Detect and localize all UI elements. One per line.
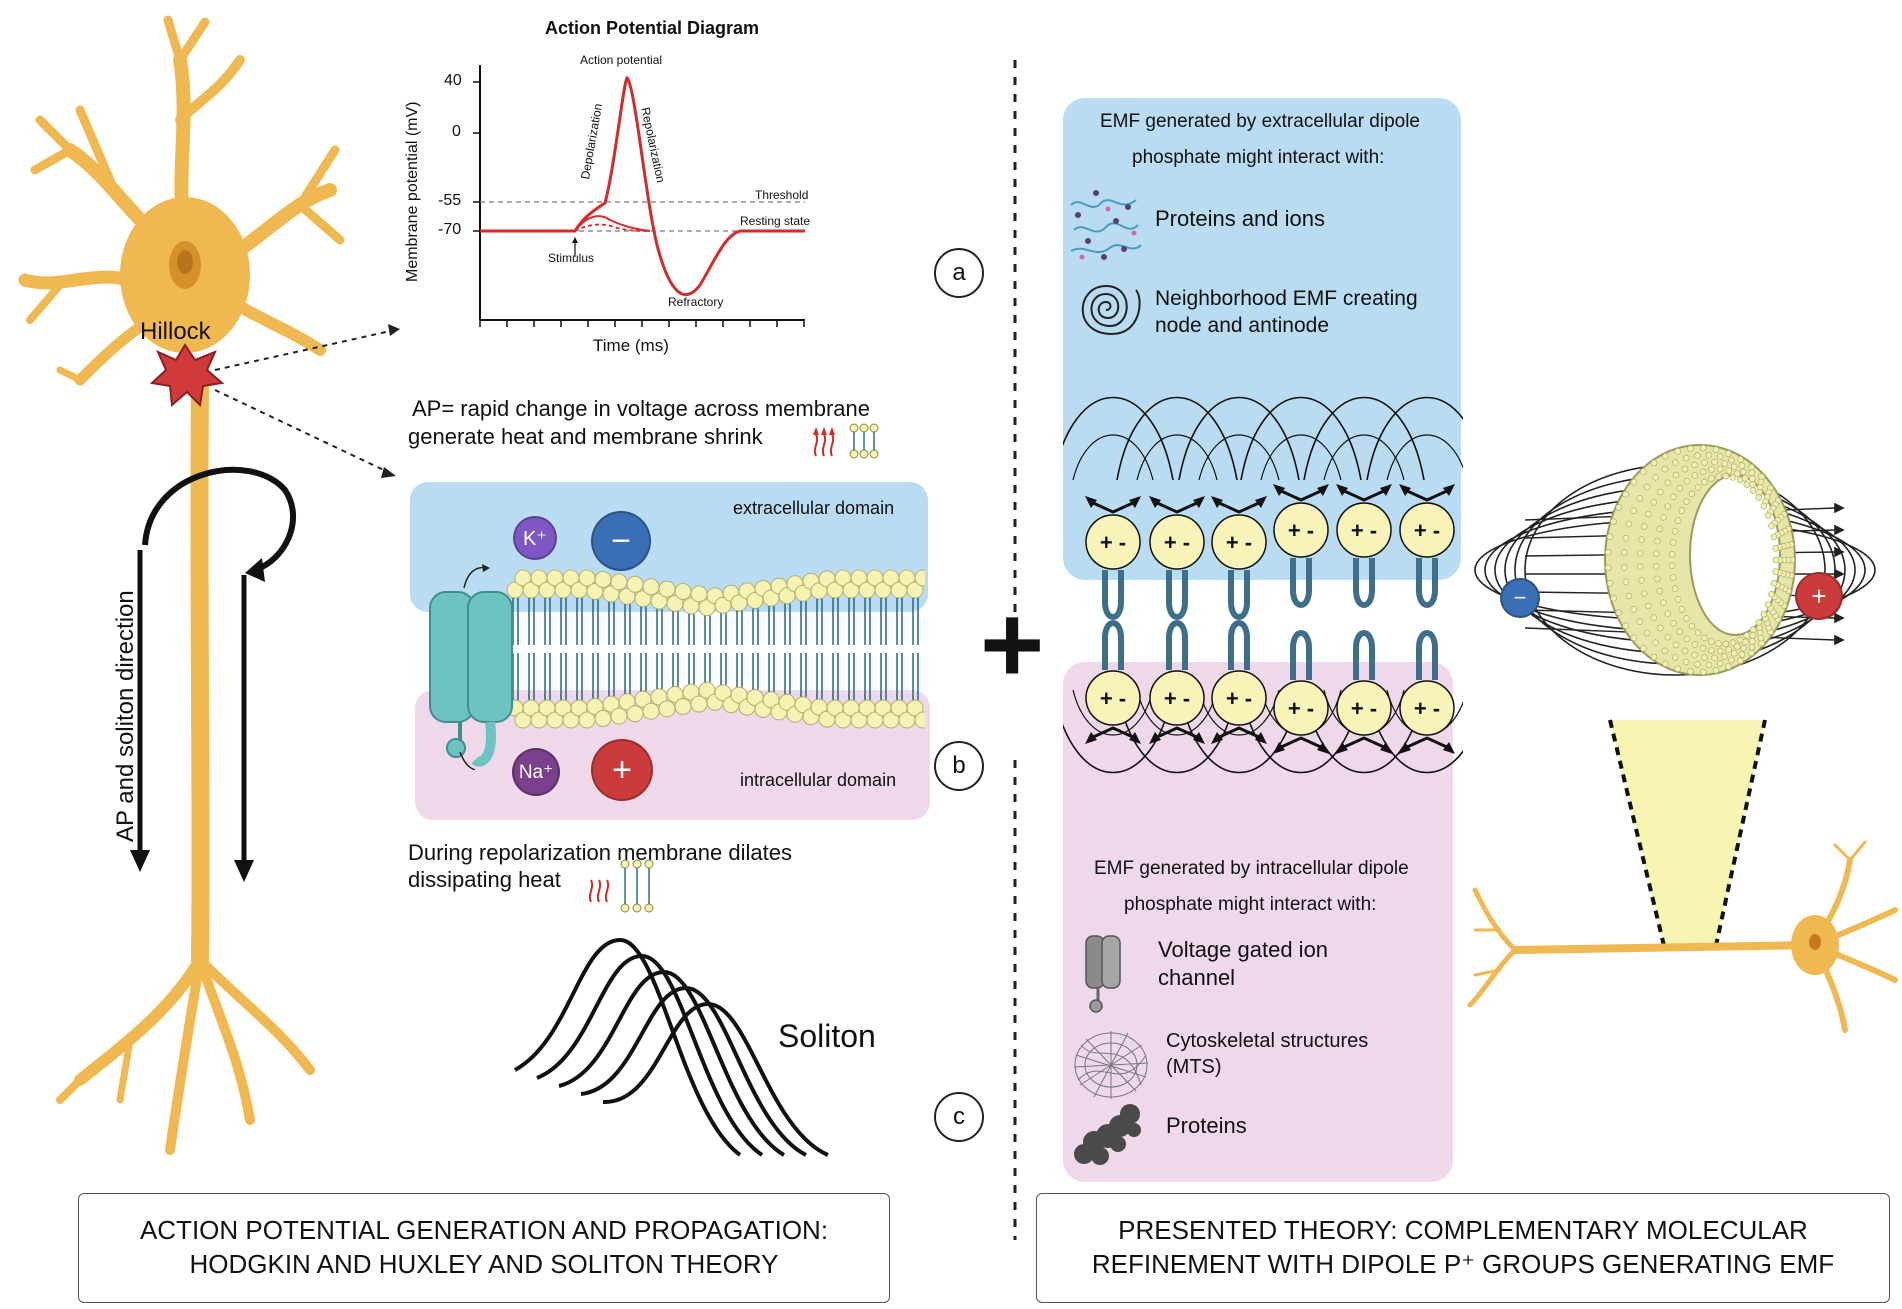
negative-pole: −: [1500, 578, 1540, 618]
ap-chart-title: Action Potential Diagram: [545, 18, 760, 38]
ap-chart: [473, 65, 805, 327]
ap-annot-action-potential: Action potential: [580, 53, 663, 67]
emf-membrane-tube: [1467, 444, 1898, 1033]
dipole-sign-top: + -: [1414, 518, 1440, 543]
ap-ytick-0: 0: [452, 123, 461, 140]
caption-right-line2: REFINEMENT WITH DIPOLE P⁺ GROUPS GENERAT…: [1091, 1249, 1835, 1279]
bottom-heading-line2: phosphate might interact with:: [1124, 894, 1377, 915]
ap-ytick-minus70: -70: [438, 221, 462, 238]
ap-annot-threshold: Threshold: [755, 188, 809, 202]
ap-annot-stimulus: Stimulus: [548, 251, 595, 265]
bottom-heading-line1: EMF generated by intracellular dipole: [1094, 858, 1409, 879]
emf-projection-cone: [1610, 720, 1765, 950]
hillock-star-icon: [149, 343, 225, 408]
dipole-sign-top: + -: [1164, 530, 1190, 555]
caption-right-line1: PRESENTED THEORY: COMPLEMENTARY MOLECULA…: [1118, 1215, 1808, 1246]
positive-pole: +: [1795, 572, 1843, 620]
label-c: c: [934, 1092, 984, 1142]
na-ion: Na⁺: [512, 748, 560, 796]
dipole-sign-top: + -: [1351, 518, 1377, 543]
bottom-item-proteins: Proteins: [1166, 1113, 1247, 1138]
caption-left: ACTION POTENTIAL GENERATION AND PROPAGAT…: [78, 1193, 890, 1303]
ap-text-line2: generate heat and membrane shrink: [408, 424, 763, 449]
soliton-waves: [514, 937, 829, 1157]
bottom-item-cytoskeletal: Cytoskeletal structures: [1166, 1030, 1369, 1052]
dipole-sign-bottom: + -: [1100, 686, 1126, 711]
ap-annot-refractory: Refractory: [668, 295, 724, 309]
ap-ytick-40: 40: [444, 72, 462, 89]
lipid-bilayer: [506, 569, 925, 729]
dipole-sign-bottom: + -: [1351, 696, 1377, 721]
dipole-sign-bottom: + -: [1164, 686, 1190, 711]
top-item-node-antinode: node and antinode: [1155, 314, 1329, 337]
cytoskeleton-icon: [1073, 1031, 1149, 1099]
label-b: b: [934, 741, 984, 791]
top-heading-line1: EMF generated by extracellular dipole: [1100, 111, 1421, 132]
caption-left-line2: HODGKIN AND HUXLEY AND SOLITON THEORY: [189, 1249, 779, 1279]
ion-channel-icon: [429, 564, 513, 770]
top-item-neighborhood-emf: Neighborhood EMF creating: [1155, 287, 1418, 310]
top-heading-line2: phosphate might interact with:: [1132, 147, 1385, 168]
ap-ytick-minus55: -55: [438, 192, 462, 209]
dipole-sign-bottom: + -: [1288, 696, 1314, 721]
positive-charge: +: [591, 739, 653, 801]
soliton-label: Soliton: [778, 1018, 876, 1054]
ap-ylabel: Membrane potential (mV): [404, 101, 421, 282]
ap-xlabel: Time (ms): [593, 336, 669, 355]
direction-label: AP and soliton direction: [112, 590, 139, 842]
failed-initiation-1: [574, 215, 651, 232]
voltage-gated-channel-icon: [1085, 935, 1121, 1013]
bottom-item-mts: (MTS): [1166, 1056, 1222, 1078]
dipole-phosphate-layer: + - + - + - + - + - + - + - + - + - + - + - + -: [1063, 396, 1463, 774]
ap-text-line1: AP= rapid change in voltage across membr…: [412, 396, 870, 421]
dipole-sign-top: + -: [1288, 518, 1314, 543]
k-ion: K⁺: [513, 516, 557, 560]
dipole-sign-top: + -: [1100, 530, 1126, 555]
label-a: a: [934, 248, 984, 298]
dipole-sign-bottom: + -: [1414, 696, 1440, 721]
bottom-item-voltage-gated: Voltage gated ion: [1158, 937, 1329, 962]
bottom-item-channel: channel: [1158, 965, 1236, 990]
emf-spiral-icon: [1081, 284, 1141, 336]
proteins-icon: [1074, 1104, 1141, 1165]
negative-charge: −: [591, 511, 651, 571]
vertical-divider: [1013, 60, 1017, 1240]
proteins-ions-icon: [1070, 190, 1142, 260]
repol-text-line2: dissipating heat: [408, 867, 561, 892]
hillock-label: Hillock: [140, 318, 211, 345]
top-item-proteins-ions: Proteins and ions: [1155, 206, 1325, 231]
caption-right: PRESENTED THEORY: COMPLEMENTARY MOLECULA…: [1036, 1193, 1890, 1303]
intracellular-label: intracellular domain: [740, 770, 897, 790]
ap-annot-resting: Resting state: [740, 214, 811, 228]
heat-shrink-icon: [813, 423, 879, 459]
dipole-sign-top: + -: [1226, 530, 1252, 555]
dipole-sign-bottom: + -: [1226, 686, 1252, 711]
ap-curve: [480, 75, 805, 297]
extracellular-label: extracellular domain: [733, 498, 895, 518]
plus-symbol: +: [980, 583, 1045, 706]
heat-dilate-icon: [588, 859, 654, 913]
caption-left-line1: ACTION POTENTIAL GENERATION AND PROPAGAT…: [139, 1215, 829, 1246]
failed-initiation-2: [574, 223, 651, 232]
repol-text-line1: During repolarization membrane dilates: [408, 840, 792, 865]
